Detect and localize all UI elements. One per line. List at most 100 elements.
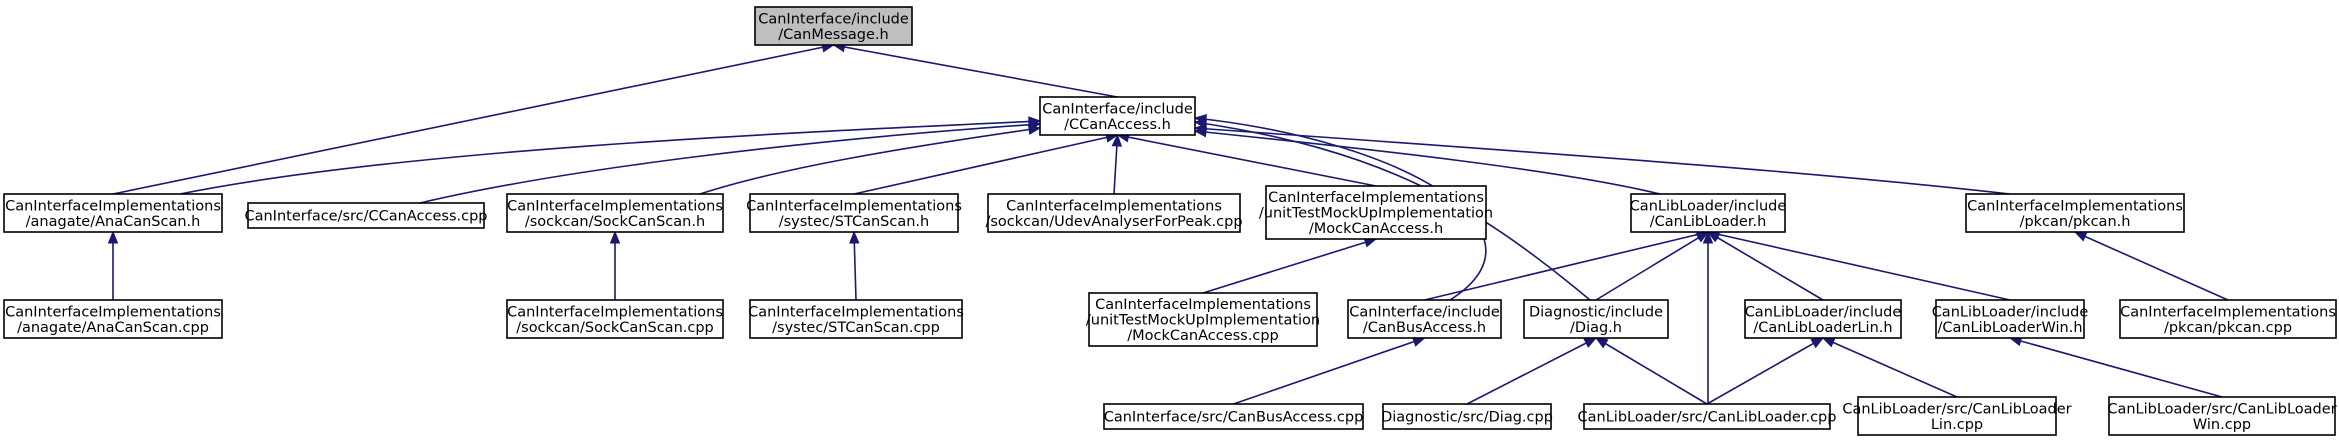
node-canlibloaderlin_h[interactable]: CanLibLoader/include/CanLibLoaderLin.h [1744,299,1902,339]
arrowhead-diag_h [1583,337,1598,348]
edge-diag_h-includes-canlibloader_h [1595,231,1709,301]
node-box [987,193,1241,233]
node-sockcanscan_h[interactable]: CanInterfaceImplementations/sockcan/Sock… [506,193,724,233]
node-label-line: CanLibLoader/src/CanLibLoader [1842,401,2071,417]
node-label-line: /unitTestMockUpImplementation [1086,313,1320,329]
node-canmessage: CanInterface/include/CanMessage.h [754,6,913,46]
node-label-line: CanInterfaceImplementations [1095,297,1311,313]
node-canlibloaderlin_cpp[interactable]: CanLibLoader/src/CanLibLoaderLin.cpp [1842,396,2072,436]
edge-canlibloader_h-includes-ccanaccess_h [1194,130,1661,195]
node-label-line: CanInterfaceImplementations [1967,198,2183,214]
node-box [1857,396,2057,436]
node-label-line: Diagnostic/include [1529,304,1663,320]
node-label-line: /CCanAccess.h [1064,117,1171,133]
node-diag_h[interactable]: Diagnostic/include/Diag.h [1523,299,1669,339]
node-box [2108,396,2336,436]
node-label-line: CanInterfaceImplementations [746,198,962,214]
node-box [247,202,485,229]
node-label-line: /CanLibLoaderWin.h [1937,320,2082,336]
node-label-line: CanInterface/include [1042,101,1193,117]
node-label-line: CanInterfaceImplementations [748,304,964,320]
node-anacanscan_cpp[interactable]: CanInterfaceImplementations/anagate/AnaC… [3,299,223,339]
node-box [1103,403,1364,430]
arrowhead-canlibloaderlin_h [1810,337,1825,349]
node-label-line: Lin.cpp [1931,417,1983,433]
node-box [1523,299,1669,339]
node-label-line: CanLibLoader/src/CanLibLoader [2107,401,2336,417]
node-label-line: CanInterfaceImplementations [1268,190,1484,206]
node-diag_cpp[interactable]: Diagnostic/src/Diag.cpp [1381,403,1553,430]
node-label-line: CanInterface/include [758,11,909,27]
node-label-line: CanInterface/src/CanBusAccess.cpp [1104,410,1364,426]
node-label-line: /MockCanAccess.cpp [1127,328,1278,344]
edge-anacanscan_h-includes-canmessage [112,44,834,195]
node-box [506,193,724,233]
node-label-line: /CanBusAccess.h [1363,320,1486,336]
node-box [1630,193,1786,233]
node-label-line: CanInterface/include [1349,304,1500,320]
node-label-line: CanInterface/src/CCanAccess.cpp [244,209,487,225]
edge-canlibloaderwin_h-includes-canlibloader_h [1707,231,2011,301]
arrowhead-sockcanscan_h [609,230,621,244]
node-pkcan_cpp[interactable]: CanInterfaceImplementations/pkcan/pkcan.… [2119,299,2337,339]
node-anacanscan_h[interactable]: CanInterfaceImplementations/anagate/AnaC… [3,193,223,233]
node-box [1088,292,1318,347]
node-label-line: /CanLibLoaderLin.h [1753,320,1892,336]
edge-stcanscan_h-includes-ccanaccess_h [853,134,1118,195]
node-label-line: /Diag.h [1570,320,1622,336]
node-label-line: /systec/STCanScan.h [779,214,930,230]
node-udevanalyser_cpp[interactable]: CanInterfaceImplementations/sockcan/Udev… [985,193,1243,233]
node-canbusaccess_h[interactable]: CanInterface/include/CanBusAccess.h [1347,299,1502,339]
node-label-line: /unitTestMockUpImplementation [1259,206,1493,222]
edge-pkcan_cpp-includes-pkcan_h [2074,231,2229,301]
edge-ccanaccess_h-includes-canmessage [833,44,1118,98]
arrowhead-canlibloader_h [1695,231,1710,243]
node-canlibloader_h[interactable]: CanLibLoader/include/CanLibLoader.h [1630,193,1787,233]
node-label-line: CanInterfaceImplementations [507,198,723,214]
node-label-line: /systec/STCanScan.cpp [772,320,940,336]
arrowhead-ccanaccess_h [1111,133,1123,147]
node-canlibloaderwin_cpp[interactable]: CanLibLoader/src/CanLibLoaderWin.cpp [2107,396,2337,436]
edge-diag_cpp-includes-diag_h [1466,337,1597,405]
node-box [1744,299,1902,339]
node-ccanaccess_h[interactable]: CanInterface/include/CCanAccess.h [1039,96,1196,136]
node-ccanaccess_cpp[interactable]: CanInterface/src/CCanAccess.cpp [244,202,488,229]
node-mockcanaccess_cpp[interactable]: CanInterfaceImplementations/unitTestMock… [1086,292,1320,347]
arrowhead-anacanscan_h [107,230,119,244]
node-stcanscan_cpp[interactable]: CanInterfaceImplementations/systec/STCan… [748,299,964,339]
arrowhead-ccanaccess_h [1193,118,1208,129]
arrowhead-canlibloader_h [1702,230,1714,244]
arrowhead-pkcan_h [2073,231,2088,242]
node-label-line: CanInterfaceImplementations [5,198,221,214]
node-sockcanscan_cpp[interactable]: CanInterfaceImplementations/sockcan/Sock… [506,299,724,339]
edge-mockcanaccess_cpp-includes-mockcanaccess_h [1202,238,1377,294]
node-label-line: CanLibLoader/src/CanLibLoader.cpp [1578,410,1837,426]
node-canlibloader_cpp[interactable]: CanLibLoader/src/CanLibLoader.cpp [1578,403,1837,430]
node-stcanscan_h[interactable]: CanInterfaceImplementations/systec/STCan… [746,193,962,233]
node-label-line: /pkcan/pkcan.h [2020,214,2131,230]
node-box [1935,299,2085,339]
node-label-line: /CanMessage.h [778,27,888,43]
node-label-line: /anagate/AnaCanScan.h [26,214,201,230]
node-label-line: /CanLibLoader.h [1650,214,1767,230]
node-pkcan_h[interactable]: CanInterfaceImplementations/pkcan/pkcan.… [1965,193,2185,233]
node-mockcanaccess_h[interactable]: CanInterfaceImplementations/unitTestMock… [1259,185,1493,240]
node-label-line: Win.cpp [2193,417,2251,433]
edge-pkcan_h-includes-ccanaccess_h [1194,127,2011,195]
node-box [2119,299,2337,339]
node-label-line: CanInterfaceImplementations [1006,198,1222,214]
edge-diag_h-includes-ccanaccess_h [1194,121,1591,301]
node-box [1265,185,1487,240]
node-label-line: CanInterfaceImplementations [507,304,723,320]
node-canlibloaderwin_h[interactable]: CanLibLoader/include/CanLibLoaderWin.h [1932,299,2089,339]
node-box [749,193,959,233]
node-label-line: /sockcan/SockCanScan.h [525,214,705,230]
node-box [506,299,724,339]
node-box [1965,193,2185,233]
edge-anacanscan_h-includes-ccanaccess_h [179,120,1041,195]
node-box [1039,96,1196,136]
edge-ccanaccess_cpp-includes-ccanaccess_h [419,123,1041,204]
node-canbusaccess_cpp[interactable]: CanInterface/src/CanBusAccess.cpp [1103,403,1364,430]
node-label-line: CanLibLoader/include [1630,198,1787,214]
